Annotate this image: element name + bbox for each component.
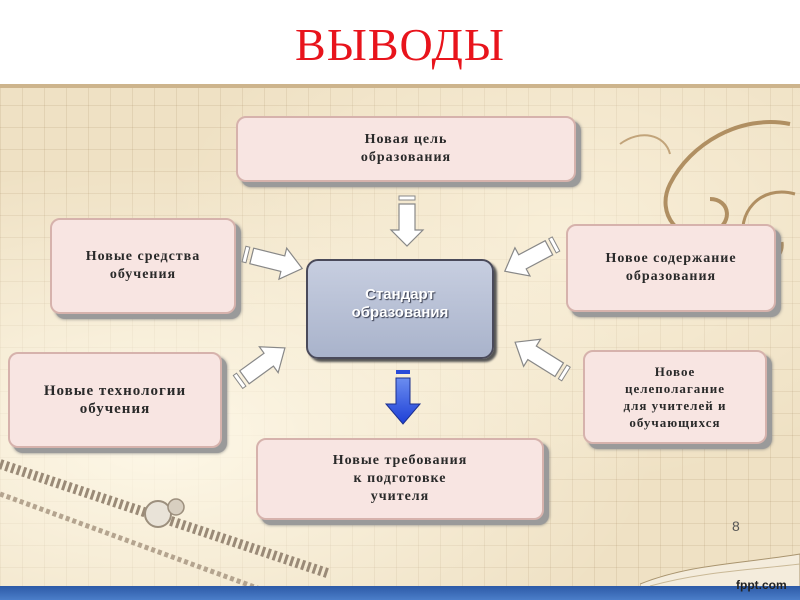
- node-left-top-label: Новые средства обучения: [85, 249, 201, 282]
- node-left-bottom-technologies: Новые технологии обучения: [8, 352, 222, 448]
- node-right-bottom-goal-setting: Новое целеполагание для учителей и обуча…: [583, 350, 767, 444]
- node-right-top-content: Новое содержание образования: [566, 224, 776, 312]
- decorative-zipper-icon: [0, 459, 330, 590]
- node-center-label: Стандарт образования: [351, 286, 449, 321]
- slide-title: ВЫВОДЫ: [295, 19, 505, 70]
- footer-bar: [0, 586, 800, 600]
- brand-label: fppt.com: [736, 578, 787, 592]
- node-top-label: Новая цель образования: [360, 132, 452, 165]
- decorative-book-icon: [640, 553, 800, 590]
- page-number: 8: [732, 518, 740, 534]
- arrow-right-top-icon: [503, 236, 561, 277]
- arrow-bottom-highlight-icon: [384, 370, 422, 425]
- node-center-standard: Стандарт образования: [306, 259, 494, 359]
- arrow-right-bottom-icon: [514, 338, 571, 382]
- arrow-left-top-icon: [241, 245, 304, 281]
- node-right-top-label: Новое содержание образования: [605, 251, 737, 284]
- background-top-edge: [0, 84, 800, 88]
- node-bottom-label: Новые требования к подготовке учителя: [332, 453, 468, 504]
- node-top-goal: Новая цель образования: [236, 116, 576, 182]
- node-right-bottom-label: Новое целеполагание для учителей и обуча…: [623, 364, 727, 430]
- node-left-top-tools: Новые средства обучения: [50, 218, 236, 314]
- arrow-top-down-icon: [389, 195, 425, 247]
- node-bottom-requirements: Новые требования к подготовке учителя: [256, 438, 544, 520]
- arrow-left-bottom-icon: [232, 346, 286, 390]
- node-left-bottom-label: Новые технологии обучения: [43, 383, 187, 417]
